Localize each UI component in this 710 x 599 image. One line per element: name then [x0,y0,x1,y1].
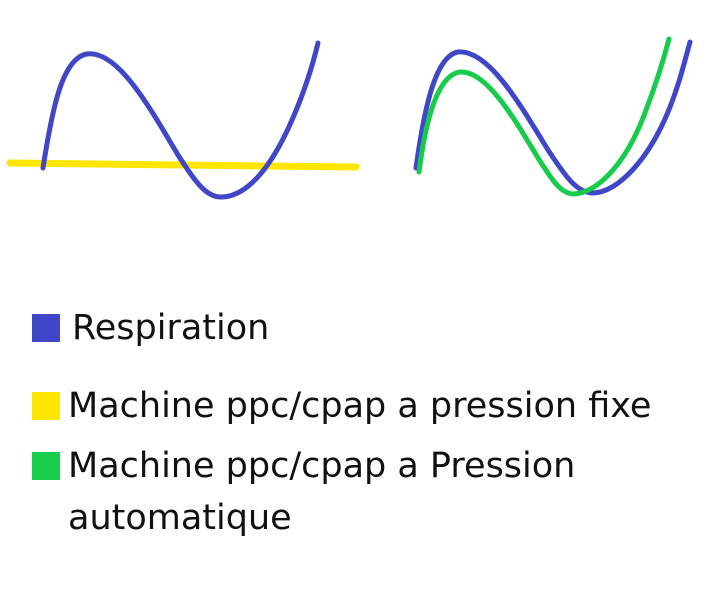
legend-label-respiration: Respiration [72,308,270,348]
auto-pressure-color-swatch [32,452,60,480]
legend-label-auto-pressure: Machine ppc/cpap a Pression automatique [68,446,576,538]
auto-pressure-wave-right [416,36,672,197]
respiration-wave-right [413,39,693,196]
respiration-wave-left [40,40,321,200]
respiration-color-swatch [32,314,60,342]
fixed-pressure-color-swatch [32,392,60,420]
right-panel [413,36,693,197]
legend-item-respiration: Respiration [32,302,269,354]
left-panel [6,40,360,200]
legend-item-auto-pressure: Machine ppc/cpap a Pression automatique [32,440,628,544]
legend-item-fixed-pressure: Machine ppc/cpap a pression fixe [32,380,651,432]
legend-label-fixed-pressure: Machine ppc/cpap a pression fixe [68,386,652,426]
